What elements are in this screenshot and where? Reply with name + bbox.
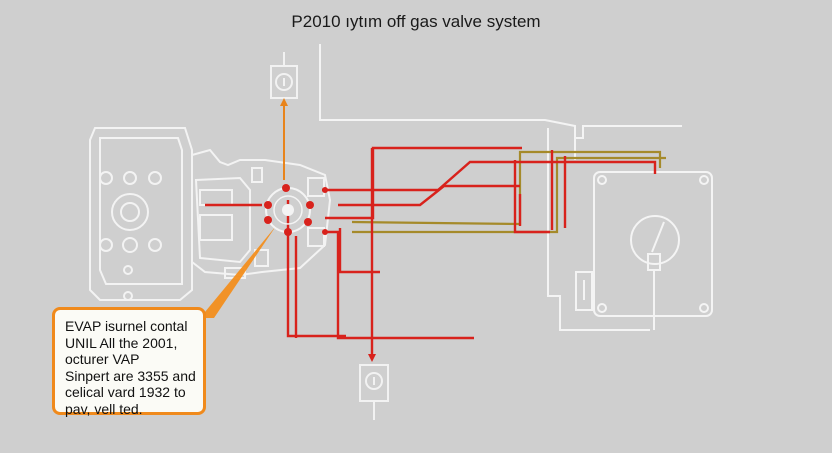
callout-line: EVAP isurnel contal <box>65 318 188 334</box>
callout-line: celical vard 1932 to <box>65 384 186 400</box>
callout-line: Sinpert are 3355 and <box>65 367 196 384</box>
bottom-connector-icon <box>359 364 389 420</box>
red-wires <box>205 146 657 356</box>
outline-lines <box>319 44 682 331</box>
callout-box: EVAP isurnel contal UNIL All the 2001, o… <box>52 307 206 417</box>
engine-block-icon <box>89 127 332 301</box>
orange-lines <box>200 98 288 318</box>
callout-line: pav, vell ted. <box>65 400 143 417</box>
callout-line: UNIL All the 2001, <box>65 334 178 351</box>
callout-line: octurer VAP <box>65 351 140 367</box>
diagram-title: P2010 ıytım off gas valve system <box>291 12 541 31</box>
gas-valve-icon <box>575 171 713 330</box>
arrow-down-icon <box>368 354 376 362</box>
olive-wires <box>351 150 666 234</box>
connector-hub <box>264 184 328 236</box>
top-connector-icon <box>270 52 298 99</box>
